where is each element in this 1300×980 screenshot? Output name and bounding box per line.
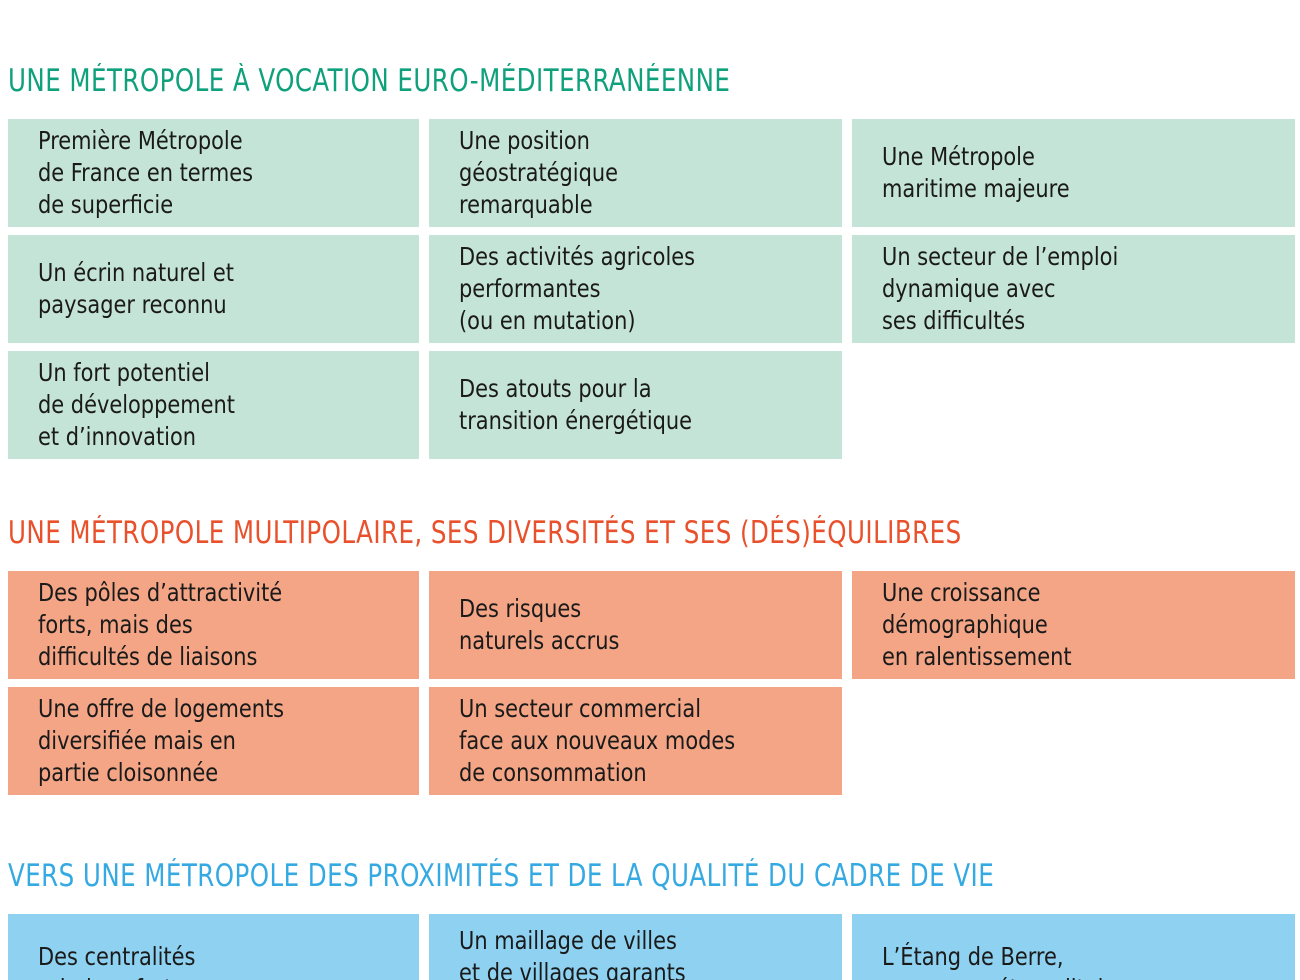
card-text: Des risques naturels accrus xyxy=(459,594,620,656)
card-fort-potentiel-developpement[interactable]: Un fort potentiel de développement et d’… xyxy=(8,350,419,459)
card-text: Un écrin naturel et paysager reconnu xyxy=(38,257,234,319)
card-secteur-emploi[interactable]: Un secteur de l’emploi dynamique avec se… xyxy=(852,234,1295,343)
card-secteur-commercial[interactable]: Un secteur commercial face aux nouveaux … xyxy=(429,687,842,796)
card-metropole-maritime[interactable]: Une Métropole maritime majeure xyxy=(852,118,1295,227)
card-atouts-transition-energetique[interactable]: Des atouts pour la transition énergétiqu… xyxy=(429,350,842,459)
card-text: Première Métropole de France en termes d… xyxy=(38,125,254,219)
card-grid-orange: Des pôles d’attractivité forts, mais des… xyxy=(8,571,1295,796)
card-maillage-villes-villages[interactable]: Un maillage de villes et de villages gar… xyxy=(429,914,842,980)
card-etang-de-berre[interactable]: L’Étang de Berre, un cœur métropolitain xyxy=(852,914,1295,980)
card-centralites-urbaines[interactable]: Des centralités urbaines fortes xyxy=(8,914,419,980)
section-heading-green: UNE MÉTROPOLE À VOCATION EURO-MÉDITERRAN… xyxy=(8,62,731,99)
card-text: Des atouts pour la transition énergétiqu… xyxy=(459,373,693,435)
section-euro-mediterraneenne: UNE MÉTROPOLE À VOCATION EURO-MÉDITERRAN… xyxy=(8,0,1295,459)
card-text: Une offre de logements diversifiée mais … xyxy=(38,694,285,788)
card-grid-green: Première Métropole de France en termes d… xyxy=(8,118,1295,459)
card-text: Un secteur de l’emploi dynamique avec se… xyxy=(882,241,1119,335)
card-text: Une Métropole maritime majeure xyxy=(882,141,1070,203)
card-text: Des pôles d’attractivité forts, mais des… xyxy=(38,578,283,672)
card-text: Une position géostratégique remarquable xyxy=(459,125,619,219)
card-text: Un secteur commercial face aux nouveaux … xyxy=(459,694,736,788)
card-position-geostrategique[interactable]: Une position géostratégique remarquable xyxy=(429,118,842,227)
section-multipolaire: UNE MÉTROPOLE MULTIPOLAIRE, SES DIVERSIT… xyxy=(8,459,1295,796)
card-text: Des activités agricoles performantes (ou… xyxy=(459,241,696,335)
card-text: L’Étang de Berre, un cœur métropolitain xyxy=(882,942,1117,980)
section-heading-orange: UNE MÉTROPOLE MULTIPOLAIRE, SES DIVERSIT… xyxy=(8,515,962,552)
card-text: Un fort potentiel de développement et d’… xyxy=(38,357,235,451)
card-text: Des centralités urbaines fortes xyxy=(38,942,196,980)
card-text: Une croissance démographique en ralentis… xyxy=(882,578,1072,672)
card-croissance-demographique[interactable]: Une croissance démographique en ralentis… xyxy=(852,571,1295,680)
section-proximites-qualite: VERS UNE MÉTROPOLE DES PROXIMITÉS ET DE … xyxy=(8,795,1295,980)
card-offre-logements[interactable]: Une offre de logements diversifiée mais … xyxy=(8,687,419,796)
card-placeholder-orange xyxy=(852,687,1295,795)
card-placeholder-green xyxy=(852,351,1295,459)
card-poles-attractivite[interactable]: Des pôles d’attractivité forts, mais des… xyxy=(8,571,419,680)
card-grid-blue: Des centralités urbaines fortes Un maill… xyxy=(8,914,1295,980)
card-premiere-metropole-superficie[interactable]: Première Métropole de France en termes d… xyxy=(8,118,419,227)
card-activites-agricoles[interactable]: Des activités agricoles performantes (ou… xyxy=(429,234,842,343)
card-ecrin-naturel[interactable]: Un écrin naturel et paysager reconnu xyxy=(8,234,419,343)
section-heading-blue: VERS UNE MÉTROPOLE DES PROXIMITÉS ET DE … xyxy=(8,858,995,895)
card-risques-naturels[interactable]: Des risques naturels accrus xyxy=(429,571,842,680)
card-text: Un maillage de villes et de villages gar… xyxy=(459,926,686,980)
